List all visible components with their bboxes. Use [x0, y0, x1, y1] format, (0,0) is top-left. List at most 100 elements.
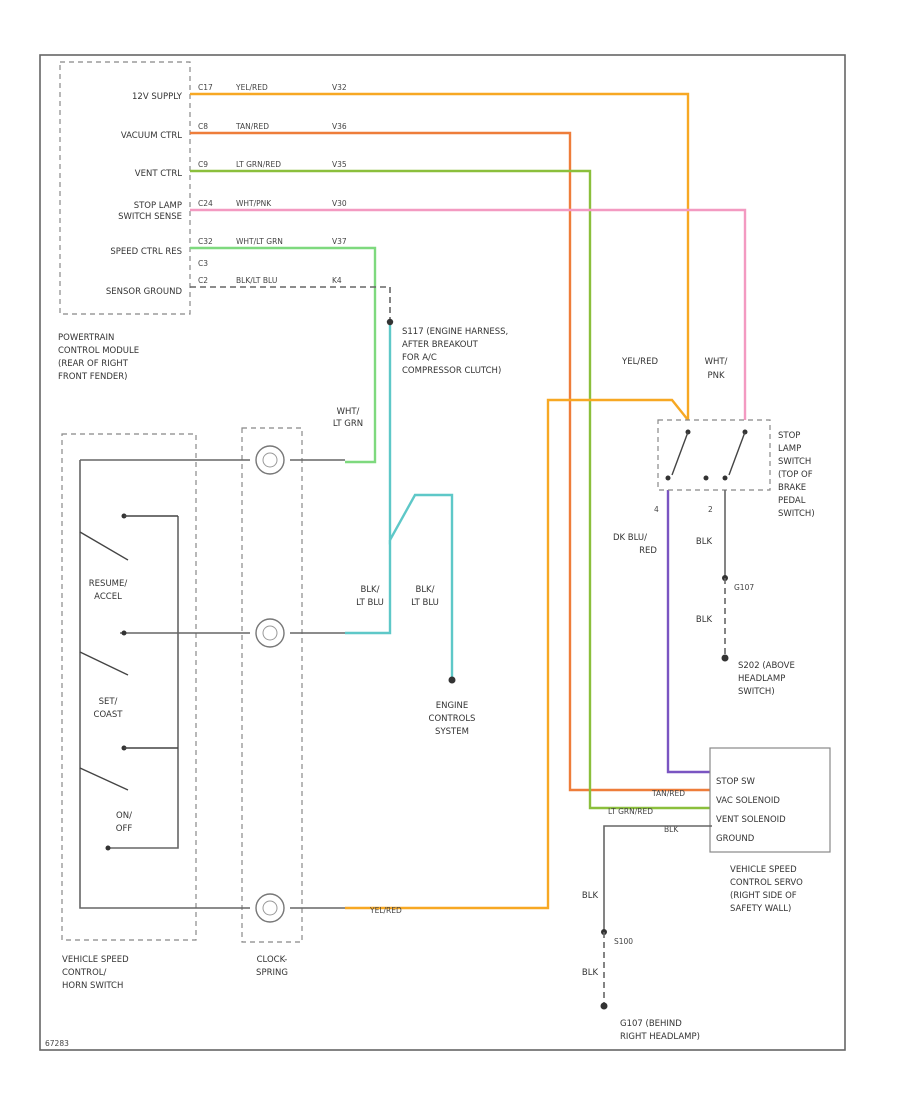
wire-blk-lt-blu-branch: [345, 540, 392, 635]
svg-text:LAMP: LAMP: [778, 444, 801, 454]
splice-note-line: S117 (ENGINE HARNESS,: [402, 327, 508, 337]
wire-blk-lt-blu: [388, 325, 454, 680]
wire-color-label: WHT/LT GRN: [236, 237, 283, 246]
pcm-pin-label: VENT CTRL: [135, 169, 182, 179]
circuit-code: V36: [332, 122, 347, 131]
svg-text:SAFETY WALL): SAFETY WALL): [730, 904, 791, 914]
splice-note-line: COMPRESSOR CLUTCH): [402, 366, 501, 376]
svg-text:(TOP OF: (TOP OF: [778, 470, 813, 480]
engine-controls-label: ENGINE CONTROLS SYSTEM: [429, 701, 476, 737]
svg-text:VEHICLE SPEED: VEHICLE SPEED: [62, 955, 129, 965]
wire-color-label: TAN/RED: [235, 122, 269, 131]
svg-text:VAC SOLENOID: VAC SOLENOID: [716, 796, 780, 806]
wire-dk-blu-red: [666, 490, 712, 774]
splice-note-line: FOR A/C: [402, 353, 437, 363]
wire-label: LT BLU: [411, 598, 439, 608]
circuit-code: V37: [332, 237, 347, 246]
servo-pin-labels: STOP SW VAC SOLENOID VENT SOLENOID GROUN…: [716, 777, 786, 844]
splice-label: S100: [614, 937, 633, 946]
stop-lamp-pin: 2: [708, 505, 713, 514]
wire-label: BLK/: [415, 585, 434, 595]
diagram-frame: [39, 54, 846, 1051]
wire-label: LT BLU: [356, 598, 384, 608]
pcm-pin-labels: 12V SUPPLY VACUUM CTRL VENT CTRL STOP LA…: [106, 92, 183, 297]
circuit-code: V35: [332, 160, 347, 169]
svg-text:PEDAL: PEDAL: [778, 496, 806, 506]
pcm-caption-line: CONTROL MODULE: [58, 346, 139, 356]
circuit-code: K4: [332, 276, 342, 285]
wire-label: BLK: [582, 891, 599, 901]
clockspring-box: [241, 427, 303, 943]
svg-text:GROUND: GROUND: [716, 834, 755, 844]
wire-label: TAN/RED: [651, 789, 685, 798]
pcm-pin-label: 12V SUPPLY: [132, 92, 183, 102]
pcm-pin-label: STOP LAMP: [134, 201, 182, 211]
wire-color-label: YEL/RED: [235, 83, 268, 92]
clockspring-caption: CLOCK- SPRING: [256, 955, 288, 978]
svg-text:SET/: SET/: [99, 697, 118, 707]
wire-servo-ground: [603, 825, 712, 932]
wire-wht-pnk: [190, 208, 747, 420]
stop-lamp-pin: 4: [654, 505, 659, 514]
wire-lt-grn-red: [190, 169, 712, 810]
wire-label: LT GRN: [333, 419, 363, 429]
servo-caption: VEHICLE SPEED CONTROL SERVO (RIGHT SIDE …: [730, 865, 803, 914]
svg-text:ENGINE: ENGINE: [436, 701, 469, 711]
svg-text:HEADLAMP: HEADLAMP: [738, 674, 785, 684]
ground-s202: [721, 654, 729, 662]
engine-controls-terminal: [448, 676, 456, 684]
horn-switch-labels: RESUME/ ACCEL SET/ COAST ON/ OFF: [89, 579, 133, 834]
pcm-pin-label: SWITCH SENSE: [118, 212, 182, 222]
svg-text:COAST: COAST: [94, 710, 124, 720]
svg-text:(RIGHT SIDE OF: (RIGHT SIDE OF: [730, 891, 797, 901]
pcm-pin-label: VACUUM CTRL: [121, 131, 182, 141]
svg-text:STOP SW: STOP SW: [716, 777, 756, 787]
svg-text:STOP: STOP: [778, 431, 800, 441]
wire-callouts: WHT/ LT GRN BLK/ LT BLU BLK/ LT BLU YEL/…: [333, 357, 728, 978]
pcm-caption: POWERTRAIN CONTROL MODULE (REAR OF RIGHT…: [58, 333, 139, 382]
terminal-code: C17: [198, 83, 213, 92]
pcm-terminal-labels: C17 YEL/RED V32 C8 TAN/RED V36 C9 LT GRN…: [198, 83, 347, 285]
wire-wht-lt-grn: [190, 246, 377, 464]
wire-yel-red-loop: [345, 398, 689, 910]
wire-label: BLK: [696, 615, 713, 625]
wire-label: BLK: [664, 825, 679, 834]
pcm-caption-line: POWERTRAIN: [58, 333, 114, 343]
svg-text:RESUME/: RESUME/: [89, 579, 128, 589]
wire-label: WHT/: [337, 407, 360, 417]
splice-note-line: AFTER BREAKOUT: [402, 340, 479, 350]
horn-switch-box: [61, 433, 197, 941]
stop-lamp-switch-contacts: [665, 429, 748, 481]
pcm-caption-line: FRONT FENDER): [58, 372, 128, 382]
svg-text:CONTROL SERVO: CONTROL SERVO: [730, 878, 803, 888]
svg-text:G107 (BEHIND: G107 (BEHIND: [620, 1019, 682, 1029]
ground-g100-caption: G107 (BEHIND RIGHT HEADLAMP): [620, 1019, 700, 1042]
wire-label: WHT/: [705, 357, 728, 367]
ground-g100: [600, 1002, 608, 1010]
wire-color-label: BLK/LT BLU: [236, 276, 277, 285]
wire-label: YEL/RED: [369, 906, 402, 915]
terminal-code: C24: [198, 199, 213, 208]
svg-text:HORN SWITCH: HORN SWITCH: [62, 981, 123, 991]
svg-text:SWITCH: SWITCH: [778, 457, 811, 467]
wire-color-label: LT GRN/RED: [236, 160, 281, 169]
wire-sensor-ground: [190, 286, 391, 325]
splice-s117: [386, 318, 394, 326]
svg-text:RIGHT HEADLAMP): RIGHT HEADLAMP): [620, 1032, 700, 1042]
terminal-code: C3: [198, 259, 208, 268]
svg-text:S202 (ABOVE: S202 (ABOVE: [738, 661, 795, 671]
svg-text:SPRING: SPRING: [256, 968, 288, 978]
svg-text:SWITCH): SWITCH): [778, 509, 815, 519]
wire-label: YEL/RED: [621, 357, 658, 367]
horn-switch-bus: [79, 460, 230, 909]
pcm-pin-label: SPEED CTRL RES: [110, 247, 182, 257]
horn-switch-contacts: [79, 513, 178, 851]
splice-note: S117 (ENGINE HARNESS, AFTER BREAKOUT FOR…: [402, 327, 508, 376]
circuit-code: V32: [332, 83, 347, 92]
wire-label: BLK: [582, 968, 599, 978]
svg-text:SWITCH): SWITCH): [738, 687, 775, 697]
pcm-box: [59, 61, 191, 315]
wire-label: PNK: [707, 371, 724, 381]
svg-text:VENT SOLENOID: VENT SOLENOID: [716, 815, 786, 825]
